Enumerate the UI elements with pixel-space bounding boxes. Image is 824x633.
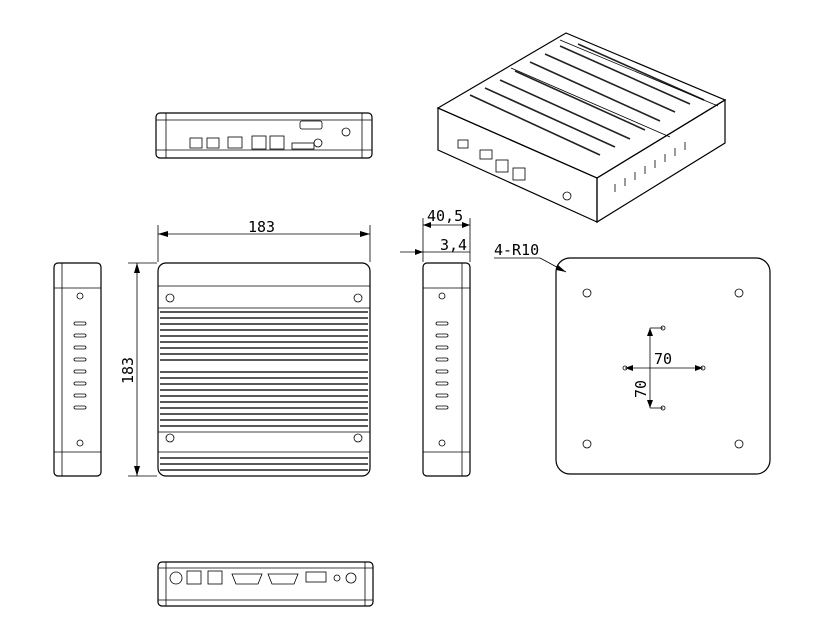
isometric-view	[436, 32, 727, 224]
left-side-view	[53, 262, 102, 477]
power-button-icon	[313, 138, 323, 148]
sim-slot-icon	[291, 142, 315, 150]
lan-port-icon	[495, 159, 509, 173]
mount-hole-icon	[734, 439, 744, 449]
mounting-plate-view: 70 70 4-R10	[494, 241, 771, 475]
serial-port-icon	[299, 120, 323, 130]
heatsink-fins	[160, 311, 368, 471]
lan-port-icon	[512, 167, 526, 181]
screw-icon	[165, 433, 175, 443]
lan-port-icon	[207, 570, 223, 585]
terminal-block-icon	[305, 571, 327, 583]
lan-port-icon	[251, 135, 267, 150]
screw-icon	[76, 439, 84, 447]
led-icon	[333, 574, 341, 582]
lan-port-icon	[269, 135, 285, 150]
mount-hole-icon	[734, 288, 744, 298]
offset-dimension-label: 3,4	[440, 236, 467, 254]
rear-panel-view	[157, 561, 374, 607]
radius-leader-label: 4-R10	[494, 241, 539, 259]
hdmi-port-icon	[227, 136, 243, 149]
top-view: 183 183	[119, 218, 371, 477]
hdmi-port-icon	[479, 149, 493, 160]
mount-hole-icon	[582, 439, 592, 449]
right-side-view: 40,5 3,4	[400, 207, 471, 477]
screw-icon	[165, 293, 175, 303]
serial-port-icon	[231, 573, 263, 585]
antenna-icon	[341, 127, 351, 137]
antenna-icon	[169, 571, 183, 585]
dc-jack-icon	[345, 572, 357, 584]
power-button-icon	[562, 191, 572, 201]
screw-icon	[438, 439, 446, 447]
screw-icon	[438, 292, 446, 300]
height-dimension-label: 183	[119, 357, 137, 384]
screw-icon	[76, 292, 84, 300]
usb-port-icon	[189, 137, 203, 149]
usb-port-icon	[457, 139, 469, 149]
lan-port-icon	[186, 570, 202, 585]
heatsink-fins	[469, 43, 705, 156]
vent-slots	[73, 321, 87, 410]
mount-hole-icon	[582, 288, 592, 298]
screw-icon	[353, 293, 363, 303]
vent-slots	[435, 321, 449, 410]
vent-slots	[614, 142, 686, 192]
depth-dimension-label: 40,5	[427, 207, 463, 225]
serial-port-icon	[267, 573, 299, 585]
vertical-spacing-label: 70	[632, 380, 650, 398]
front-panel-view	[155, 112, 373, 159]
screw-icon	[353, 433, 363, 443]
usb-port-icon	[206, 137, 220, 149]
horizontal-spacing-label: 70	[654, 350, 672, 368]
width-dimension-label: 183	[248, 218, 275, 236]
